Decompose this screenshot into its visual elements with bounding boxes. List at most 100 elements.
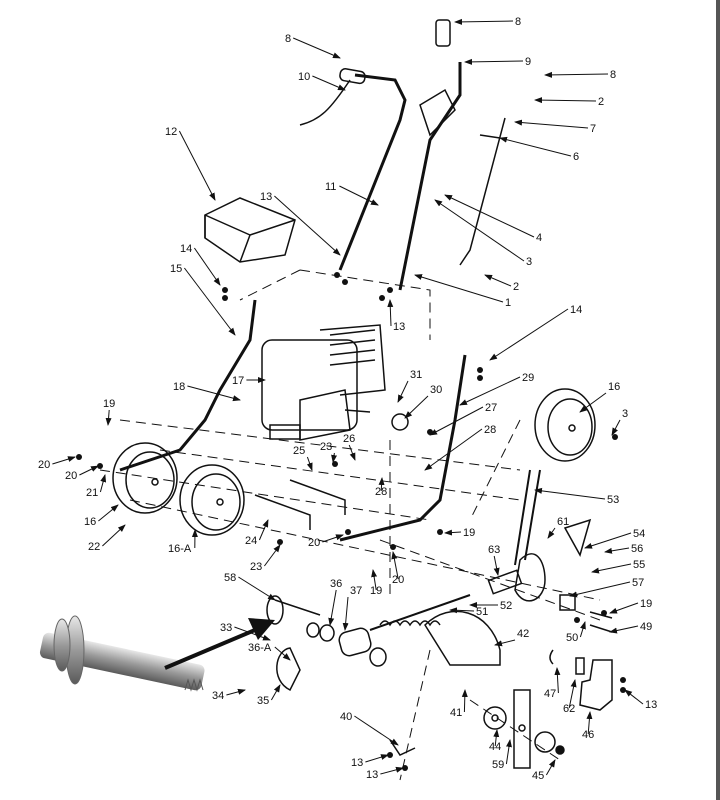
callout-label-50: 50	[566, 632, 578, 644]
callout-leader	[568, 679, 577, 709]
callout-label-30: 30	[430, 384, 442, 396]
callout-leader	[414, 274, 504, 303]
callout-leader	[274, 646, 291, 661]
callout-leader	[579, 621, 586, 638]
callout-label-46: 46	[582, 729, 594, 741]
callout-leader	[293, 37, 341, 59]
callout-label-47: 47	[544, 688, 556, 700]
callout-leader	[99, 474, 107, 493]
callout-leader	[263, 544, 281, 567]
callout-label-13: 13	[351, 757, 363, 769]
callout-label-20: 20	[65, 470, 77, 482]
callout-label-52: 52	[500, 600, 512, 612]
callout-leader	[569, 581, 631, 598]
callout-leader	[391, 551, 399, 580]
callout-leader	[184, 267, 236, 336]
callout-label-63: 63	[488, 544, 500, 556]
callout-label-42: 42	[517, 628, 529, 640]
callout-leader	[238, 576, 276, 601]
callout-label-15: 15	[170, 263, 182, 275]
callout-label-19: 19	[463, 527, 475, 539]
callout-label-3: 3	[526, 256, 532, 268]
callout-leader	[270, 684, 281, 701]
callout-leader	[484, 274, 512, 287]
callout-label-55: 55	[633, 559, 645, 571]
callout-leader	[193, 247, 221, 286]
callout-label-10: 10	[298, 71, 310, 83]
callout-leader	[365, 754, 389, 763]
callout-label-37: 37	[350, 585, 362, 597]
wheels	[112, 388, 596, 536]
callout-leader	[609, 602, 639, 614]
callout-leader	[378, 477, 385, 492]
callout-label-19: 19	[103, 398, 115, 410]
callout-leader	[547, 527, 556, 539]
callout-leader	[354, 715, 399, 746]
callout-leader	[554, 667, 561, 694]
callout-label-28: 28	[484, 424, 496, 436]
callout-label-62: 62	[563, 703, 575, 715]
callout-label-6: 6	[573, 151, 579, 163]
callout-leader	[258, 519, 269, 541]
callout-leader	[187, 385, 241, 402]
callout-label-19: 19	[640, 598, 652, 610]
callout-label-13: 13	[645, 699, 657, 711]
callout-leader	[611, 419, 621, 436]
callout-leader	[514, 119, 589, 129]
callout-label-59: 59	[492, 759, 504, 771]
callout-leader	[424, 428, 483, 471]
callout-leader	[234, 626, 271, 641]
callout-label-36-A: 36-A	[248, 642, 272, 654]
callout-leader	[380, 766, 404, 775]
callout-label-4: 4	[536, 232, 542, 244]
callout-label-61: 61	[557, 516, 569, 528]
callout-leader	[339, 185, 379, 206]
callout-label-2: 2	[513, 281, 519, 293]
callout-leader	[444, 529, 462, 536]
callout-leader	[348, 444, 356, 461]
callout-label-23: 23	[250, 561, 262, 573]
callout-label-19: 19	[370, 585, 382, 597]
callout-label-26: 26	[343, 433, 355, 445]
callout-label-56: 56	[631, 543, 643, 555]
callout-label-3: 3	[622, 408, 628, 420]
callout-label-8: 8	[610, 69, 616, 81]
callout-label-23: 23	[320, 441, 332, 453]
callout-label-36: 36	[330, 578, 342, 590]
callout-leader	[489, 308, 569, 361]
callout-label-13: 13	[366, 769, 378, 781]
callout-leader	[397, 380, 409, 403]
callout-label-12: 12	[165, 126, 177, 138]
callout-leader	[454, 18, 514, 25]
callout-label-1: 1	[505, 297, 511, 309]
callout-leader	[534, 97, 597, 104]
callouts: 8898102761211134321415113141718313029163…	[38, 16, 657, 782]
callout-label-20: 20	[38, 459, 50, 471]
callout-label-41: 41	[450, 707, 462, 719]
callout-leader	[493, 729, 500, 747]
callout-label-8: 8	[285, 33, 291, 45]
callout-leader	[52, 456, 76, 465]
callout-leader	[342, 596, 349, 631]
callout-label-44: 44	[489, 741, 501, 753]
callout-leader	[387, 299, 394, 327]
callout-label-21: 21	[86, 487, 98, 499]
callout-label-13: 13	[393, 321, 405, 333]
callout-leader	[544, 71, 609, 78]
brackets	[254, 479, 346, 530]
callout-label-2: 2	[598, 96, 604, 108]
callout-label-7: 7	[590, 123, 596, 135]
shaft-photo	[39, 615, 205, 692]
callout-label-49: 49	[640, 621, 652, 633]
callout-label-27: 27	[485, 402, 497, 414]
callout-label-20: 20	[308, 537, 320, 549]
callout-label-45: 45	[532, 770, 544, 782]
callout-label-58: 58	[224, 572, 236, 584]
callout-leader	[274, 195, 341, 256]
callout-label-54: 54	[633, 528, 645, 540]
callout-label-34: 34	[212, 690, 224, 702]
callout-leader	[322, 534, 344, 543]
callout-leader	[579, 392, 607, 413]
